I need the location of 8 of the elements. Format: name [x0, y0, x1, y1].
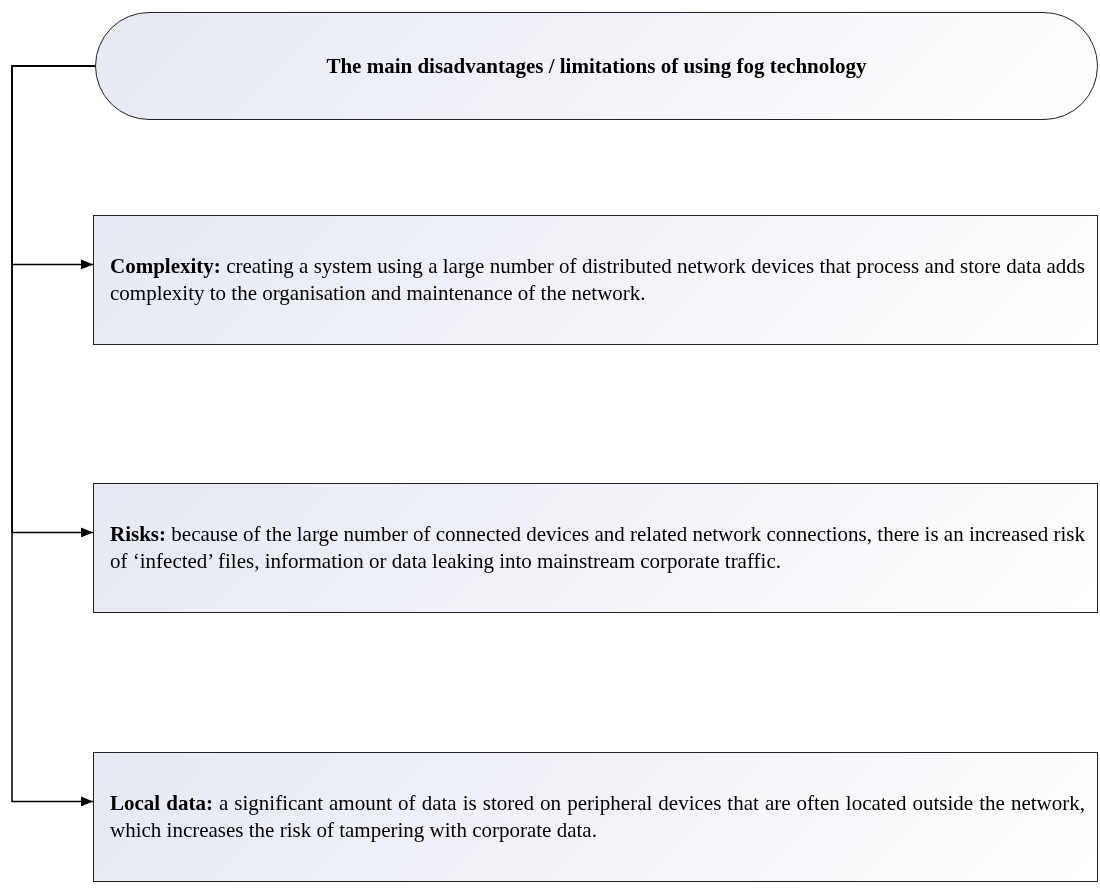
text-box: [93, 215, 1098, 345]
description-text: Complexity: creating a system using a large number of distributed network devices that process and store data adds complexity to the organisation and maintenance of the network.: [109, 253, 1086, 307]
text-box: [93, 483, 1098, 613]
heading-text: The main disadvantages / limitations of using fog technology: [326, 53, 867, 79]
description-text: Local data: a significant amount of data is stored on peripheral devices that are often located outside the network, which increases the risk of tampering with corporate data.: [109, 790, 1086, 844]
description-text: Risks: because of the large number of connected devices and related network connections, there is an increased risk of ‘infected’ files, information or data leaking into mainstream corporate traffic.: [109, 521, 1086, 575]
text-box: [93, 752, 1098, 882]
connector-arrow: [11, 65, 96, 807]
